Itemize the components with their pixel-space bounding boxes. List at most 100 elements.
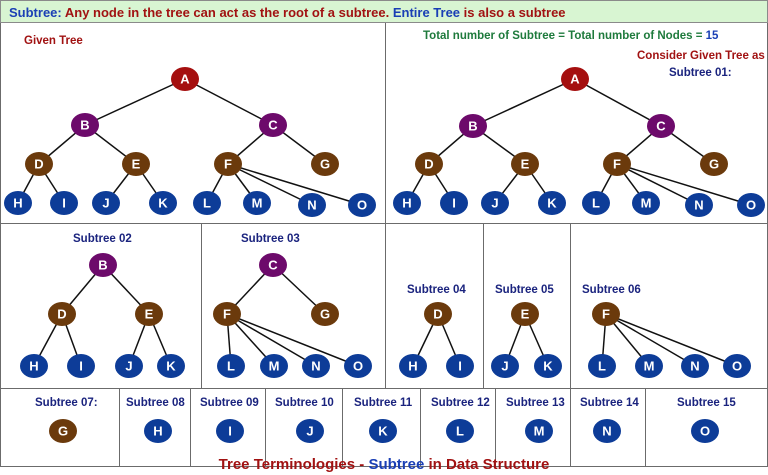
svg-text:O: O [732, 359, 742, 374]
node-e [511, 302, 539, 326]
svg-text:E: E [145, 307, 154, 322]
svg-text:E: E [521, 157, 530, 172]
svg-text:B: B [468, 119, 477, 134]
subtree-07-label: Subtree 07: [35, 397, 98, 409]
subtree-09-label: Subtree 09 [200, 397, 259, 409]
svg-text:M: M [252, 196, 263, 211]
node-b [71, 113, 99, 137]
node-a [171, 67, 199, 91]
node-h [393, 191, 421, 215]
node-a [561, 67, 589, 91]
node-n [302, 354, 330, 378]
node-j [115, 354, 143, 378]
svg-text:J: J [125, 359, 132, 374]
svg-text:H: H [29, 359, 38, 374]
node-e [122, 152, 150, 176]
subtree-05-label: Subtree 05 [495, 284, 554, 296]
node-g [49, 419, 77, 443]
node-e [511, 152, 539, 176]
divider-row1 [0, 223, 768, 224]
definition-suffix: is also a subtree [460, 5, 566, 20]
svg-text:M: M [641, 196, 652, 211]
svg-text:K: K [378, 424, 388, 439]
node-l [217, 354, 245, 378]
svg-text:A: A [570, 72, 580, 87]
edges [17, 78, 752, 367]
svg-text:A: A [180, 72, 190, 87]
node-k [369, 419, 397, 443]
svg-text:H: H [153, 424, 162, 439]
divider-r2-1 [201, 223, 202, 388]
node-m [632, 191, 660, 215]
node-n [593, 419, 621, 443]
svg-text:O: O [353, 359, 363, 374]
node-i [67, 354, 95, 378]
divider-r2-4 [570, 223, 571, 388]
divider-r3-1 [119, 388, 120, 466]
node-d [25, 152, 53, 176]
node-f [213, 302, 241, 326]
node-m [635, 354, 663, 378]
node-g [311, 302, 339, 326]
node-l [446, 419, 474, 443]
node-b [89, 253, 117, 277]
subtree-14-label: Subtree 14 [580, 397, 639, 409]
svg-text:I: I [62, 196, 66, 211]
node-c [259, 253, 287, 277]
subtree-08-label: Subtree 08 [126, 397, 185, 409]
node-i [50, 191, 78, 215]
node-n [298, 193, 326, 217]
figure-caption: Tree Terminologies - Subtree in Data Str… [0, 456, 768, 473]
svg-text:L: L [592, 196, 600, 211]
node-d [48, 302, 76, 326]
svg-text:F: F [224, 157, 232, 172]
definition-text: Any node in the tree can act as the root… [61, 5, 393, 20]
node-k [149, 191, 177, 215]
svg-text:F: F [613, 157, 621, 172]
node-k [534, 354, 562, 378]
divider-main-vertical [385, 23, 386, 223]
node-e [135, 302, 163, 326]
svg-text:K: K [547, 196, 557, 211]
svg-text:K: K [543, 359, 553, 374]
divider-bottom [0, 466, 768, 467]
divider-r2-2 [385, 223, 386, 388]
node-i [440, 191, 468, 215]
svg-text:M: M [644, 359, 655, 374]
svg-text:H: H [13, 196, 22, 211]
svg-text:B: B [80, 118, 89, 133]
node-k [157, 354, 185, 378]
svg-text:I: I [452, 196, 456, 211]
term-label: Subtree: [9, 5, 62, 20]
svg-text:M: M [534, 424, 545, 439]
node-o [691, 419, 719, 443]
divider-r3-2 [190, 388, 191, 466]
subtree-01-label: Subtree 01: [669, 67, 732, 79]
svg-text:J: J [491, 196, 498, 211]
subtree-02-label: Subtree 02 [73, 233, 132, 245]
subtree-12-label: Subtree 12 [431, 397, 490, 409]
svg-text:J: J [102, 196, 109, 211]
svg-text:C: C [656, 119, 666, 134]
svg-text:L: L [598, 359, 606, 374]
svg-text:O: O [746, 198, 756, 213]
svg-text:K: K [166, 359, 176, 374]
node-g [700, 152, 728, 176]
svg-text:F: F [602, 307, 610, 322]
svg-text:N: N [690, 359, 699, 374]
subtree-03: C F G L M N O [213, 253, 372, 378]
divider-r3-6 [495, 388, 496, 466]
node-d [424, 302, 452, 326]
node-n [685, 193, 713, 217]
svg-text:E: E [521, 307, 530, 322]
subtree-10-label: Subtree 10 [275, 397, 334, 409]
node-i [216, 419, 244, 443]
svg-text:G: G [320, 307, 330, 322]
subtree-03-label: Subtree 03 [241, 233, 300, 245]
svg-text:H: H [402, 196, 411, 211]
svg-text:J: J [501, 359, 508, 374]
node-l [588, 354, 616, 378]
node-h [20, 354, 48, 378]
svg-text:I: I [228, 424, 232, 439]
node-d [415, 152, 443, 176]
